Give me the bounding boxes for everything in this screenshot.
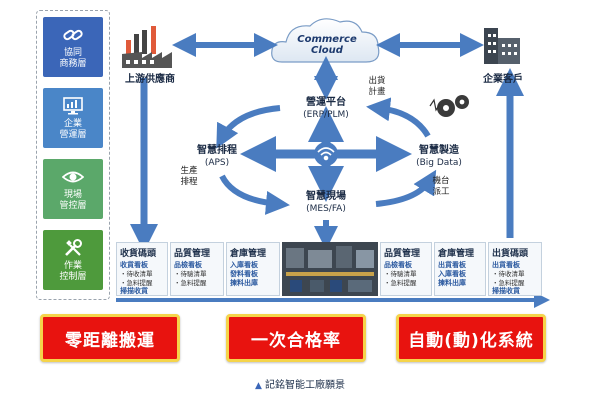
aps-node: 智慧排程 (APS) <box>184 144 250 170</box>
production-schedule-1: 生產 <box>180 166 198 176</box>
gear-icon <box>429 95 469 117</box>
machine-dispatch-tag: 機台 派工 <box>428 176 454 198</box>
process-box-item: 入庫看板 <box>230 261 258 269</box>
commerce-cloud-label: Commerce Cloud <box>290 34 364 56</box>
process-box-item: 出貨看板 <box>492 261 520 269</box>
process-box-item: 品檢看板 <box>174 261 202 269</box>
figure-caption: ▲記銘智能工廠願景 <box>0 376 600 391</box>
bigdata-sub: (Big Data) <box>416 158 462 168</box>
process-box-item: 收貨看板 <box>120 261 148 269</box>
aps-sub: (APS) <box>204 158 230 168</box>
process-box: 收貨碼頭收貨看板・待收清單・急料提醒掃描收貨 <box>116 242 168 296</box>
banner-first-pass-yield: 一次合格率 <box>226 314 366 362</box>
caption-text: 記銘智能工廠願景 <box>264 380 345 391</box>
layer-label-3a: 現場 <box>63 189 82 200</box>
cloud-line1: Commerce <box>297 34 357 45</box>
bigdata-erp-arrow <box>366 97 431 138</box>
machine-dispatch-2: 派工 <box>432 187 450 197</box>
production-schedule-tag: 生產 排程 <box>176 166 202 188</box>
production-schedule-2: 排程 <box>180 177 198 187</box>
process-box-item: 發料看板 <box>230 270 258 278</box>
process-box: 倉庫管理出貨看板入庫看板揀料出庫 <box>434 242 486 296</box>
factory-floor-photo <box>282 242 378 296</box>
wifi-hub <box>314 142 338 166</box>
erp-platform: 營運平台 (ERP/PLM) <box>286 96 366 122</box>
layer-label-2a: 企業 <box>63 118 82 129</box>
process-box-title: 倉庫管理 <box>438 249 475 259</box>
layer-operation-control: 作業 控制層 <box>43 230 103 290</box>
shipping-plan-1: 出貨 <box>368 76 386 86</box>
layer-label-4a: 作業 <box>63 260 82 271</box>
layer-label-1a: 協同 <box>63 47 82 58</box>
process-box-item: ・待驗清單 <box>384 270 417 278</box>
bigdata-title: 智慧製造 <box>419 145 459 156</box>
eye-icon <box>62 171 84 182</box>
erp-aps-arrow <box>216 105 281 149</box>
layer-column: 協同 商務層 企業 營運層 現場 管控層 作業 控制層 <box>36 10 110 300</box>
customer-label: 企業客戶 <box>483 74 523 85</box>
chain-link-icon <box>63 29 83 40</box>
supplier-label: 上游供應商 <box>125 74 175 85</box>
shipping-plan-tag: 出貨 計畫 <box>364 76 390 98</box>
mes-sub: (MES/FA) <box>306 204 346 214</box>
process-box-item: 品檢看板 <box>384 261 412 269</box>
layer-collaborative-commerce: 協同 商務層 <box>43 17 103 77</box>
process-box-item: ・急料提醒 <box>120 278 153 287</box>
factory-icon <box>122 26 172 68</box>
wifi-icon <box>317 147 335 161</box>
layer-label-1b: 商務層 <box>59 58 87 69</box>
process-box-item: ・待收清單 <box>492 270 525 278</box>
shipping-plan-2: 計畫 <box>368 87 386 97</box>
process-box-title: 收貨碼頭 <box>120 249 157 259</box>
process-box-item: ・急料提醒 <box>492 278 525 287</box>
cloud-line2: Cloud <box>311 45 343 56</box>
process-box-item: 揀料出庫 <box>438 279 466 287</box>
process-box-item: 掃描收貨 <box>492 287 520 295</box>
process-box-title: 出貨碼頭 <box>492 249 529 259</box>
machine-dispatch-1: 機台 <box>432 176 450 186</box>
process-box-item: ・急料提醒 <box>174 278 207 287</box>
mes-bigdata-arrow <box>375 169 437 207</box>
erp-title: 營運平台 <box>306 97 346 108</box>
layer-enterprise-operation: 企業 營運層 <box>43 88 103 148</box>
monitor-chart-icon <box>63 96 83 114</box>
aps-mes-arrow <box>219 174 290 215</box>
mes-node: 智慧現場 (MES/FA) <box>286 190 366 216</box>
process-box-item: 出貨看板 <box>438 261 466 269</box>
layer-label-4b: 控制層 <box>59 271 87 282</box>
aps-title: 智慧排程 <box>197 145 237 156</box>
layer-label-2b: 營運層 <box>59 129 87 140</box>
process-box-item: 掃描收貨 <box>120 287 148 295</box>
process-box-title: 倉庫管理 <box>230 249 267 259</box>
office-building-icon <box>484 28 520 64</box>
process-box-title: 品質管理 <box>174 249 211 259</box>
process-box: 出貨碼頭出貨看板・待收清單・急料提醒掃描收貨 <box>488 242 542 296</box>
banner-zero-distance: 零距離搬運 <box>40 314 180 362</box>
process-box-item: ・待驗清單 <box>174 270 207 278</box>
mes-title: 智慧現場 <box>306 191 346 202</box>
process-box-item: 揀料出庫 <box>230 279 258 287</box>
process-box: 品質管理品檢看板・待驗清單・急料提醒 <box>380 242 432 296</box>
process-box-item: ・待收清單 <box>120 270 153 278</box>
tools-icon <box>65 238 82 256</box>
bigdata-node: 智慧製造 (Big Data) <box>404 144 474 170</box>
process-box-item: 入庫看板 <box>438 270 466 278</box>
process-box-item: ・急料提醒 <box>384 278 417 287</box>
triangle-icon: ▲ <box>255 381 262 391</box>
process-box-title: 品質管理 <box>384 249 421 259</box>
layer-label-3b: 管控層 <box>59 200 87 211</box>
banner-automation: 自動(動)化系統 <box>396 314 546 362</box>
layer-field-control: 現場 管控層 <box>43 159 103 219</box>
process-box: 品質管理品檢看板・待驗清單・急料提醒 <box>170 242 224 296</box>
erp-sub: (ERP/PLM) <box>303 110 349 120</box>
process-box: 倉庫管理入庫看板發料看板揀料出庫 <box>226 242 280 296</box>
